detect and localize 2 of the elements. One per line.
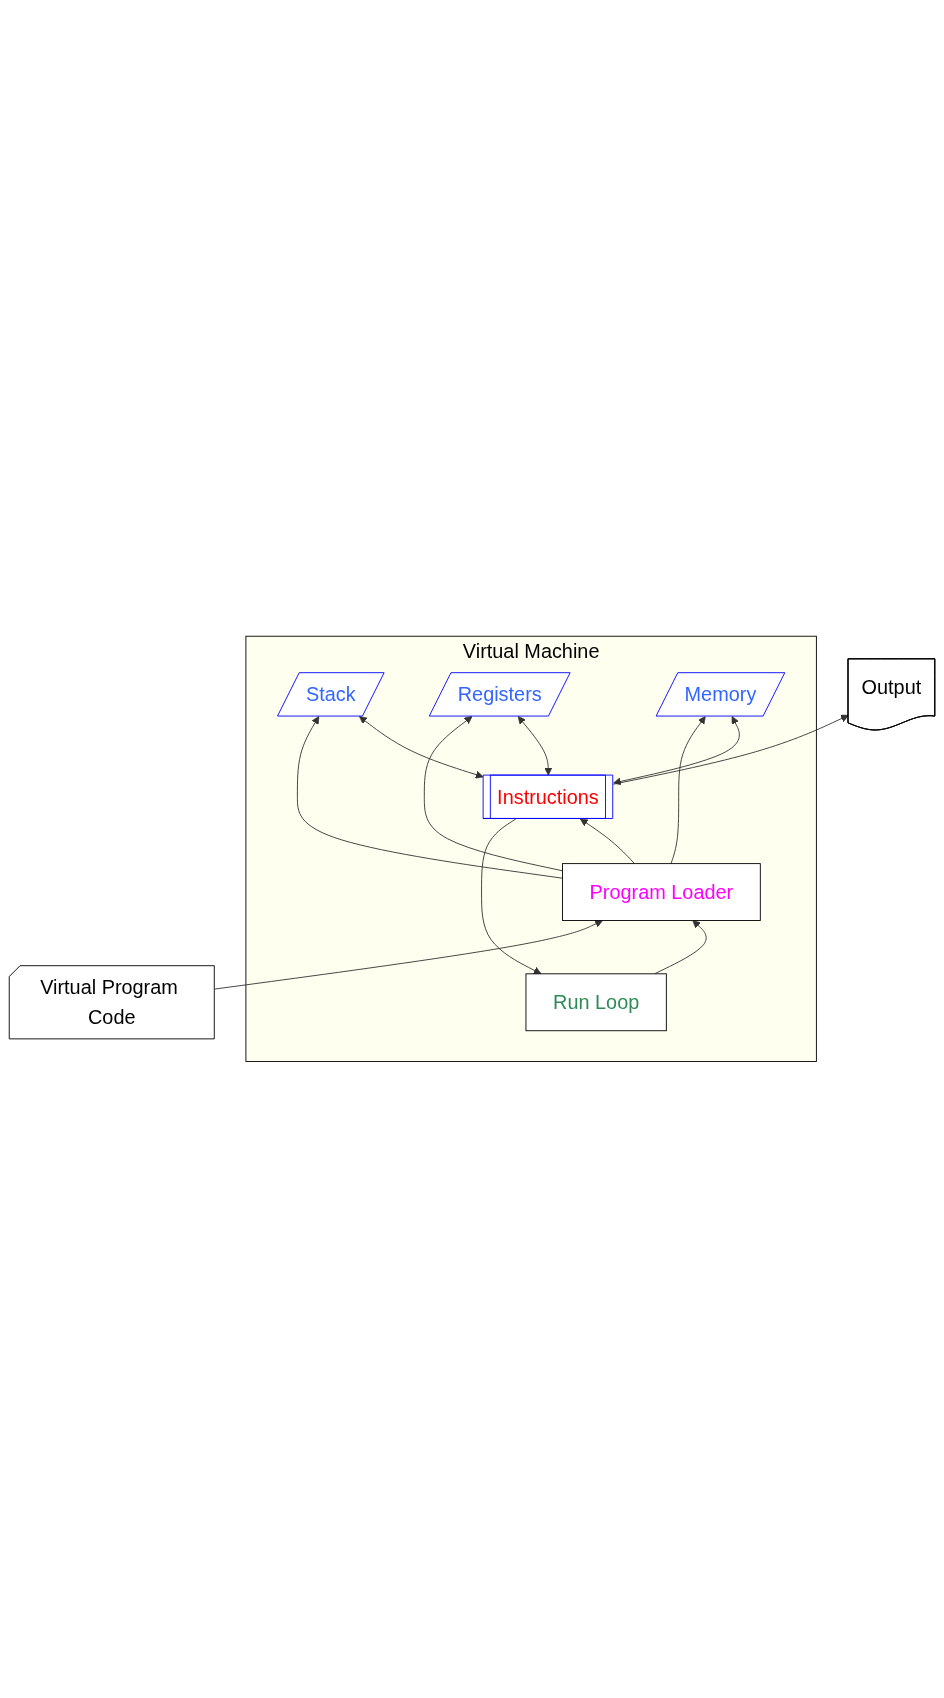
node-box: Run Loop	[525, 973, 667, 1032]
node-box: Program Loader	[562, 863, 761, 922]
